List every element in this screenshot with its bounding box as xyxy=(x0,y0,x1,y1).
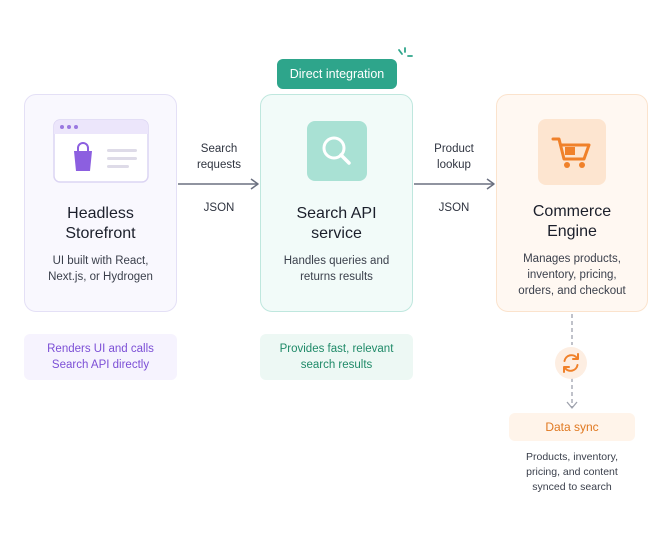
magnifier-icon xyxy=(307,121,367,181)
sparkle-accent-icon xyxy=(398,47,413,57)
arrow1-format-label: JSON xyxy=(203,202,235,214)
search-title-line2: service xyxy=(311,225,362,242)
storefront-card: Headless Storefront UI built with React,… xyxy=(24,94,177,312)
storefront-note-line2: Search API directly xyxy=(51,359,150,371)
arrow-storefront-to-search xyxy=(178,178,259,190)
storefront-desc-line1: UI built with React, xyxy=(52,255,149,267)
search-desc-line1: Handles queries and xyxy=(283,255,390,267)
search-note-line2: search results xyxy=(300,359,373,371)
data-sync-connector xyxy=(566,314,578,409)
search-title-line1: Search API xyxy=(296,205,377,222)
storefront-title-line2: Storefront xyxy=(65,225,136,242)
commerce-desc-line3: orders, and checkout xyxy=(518,285,626,297)
commerce-title-line1: Commerce xyxy=(532,203,612,220)
commerce-desc-line1: Manages products, xyxy=(523,253,621,265)
storefront-desc-line2: Next.js, or Hydrogen xyxy=(48,271,153,283)
storefront-title-line1: Headless xyxy=(67,205,134,222)
data-sync-label: Data sync xyxy=(509,413,635,441)
storefront-note: Renders UI and calls Search API directly xyxy=(24,334,177,380)
arrow2-label-line1: Product xyxy=(434,143,474,155)
arrow-search-to-commerce xyxy=(414,178,495,190)
data-sync-description: Products, inventory, pricing, and conten… xyxy=(505,450,639,495)
commerce-title-line2: Engine xyxy=(547,223,597,240)
shopping-cart-icon xyxy=(538,119,606,185)
sync-desc-line3: synced to search xyxy=(532,481,612,493)
arrow1-label-line1: Search xyxy=(200,143,238,155)
direct-integration-badge: Direct integration xyxy=(277,59,397,89)
search-note-line1: Provides fast, relevant xyxy=(279,343,394,355)
search-note: Provides fast, relevant search results xyxy=(260,334,413,380)
sync-desc-line2: pricing, and content xyxy=(526,466,618,478)
storefront-window-bag-icon xyxy=(53,119,149,183)
arrow2-label-line2: lookup xyxy=(437,159,471,171)
sync-arrows-icon xyxy=(555,347,587,379)
search-desc-line2: returns results xyxy=(300,271,373,283)
commerce-engine-card: Commerce Engine Manages products, invent… xyxy=(496,94,648,312)
commerce-desc-line2: inventory, pricing, xyxy=(527,269,617,281)
arrow2-format-label: JSON xyxy=(438,202,470,214)
sync-desc-line1: Products, inventory, xyxy=(525,451,618,463)
arrow1-label-line2: requests xyxy=(196,159,242,171)
search-api-card: Search API service Handles queries and r… xyxy=(260,94,413,312)
storefront-note-line1: Renders UI and calls xyxy=(47,343,154,355)
